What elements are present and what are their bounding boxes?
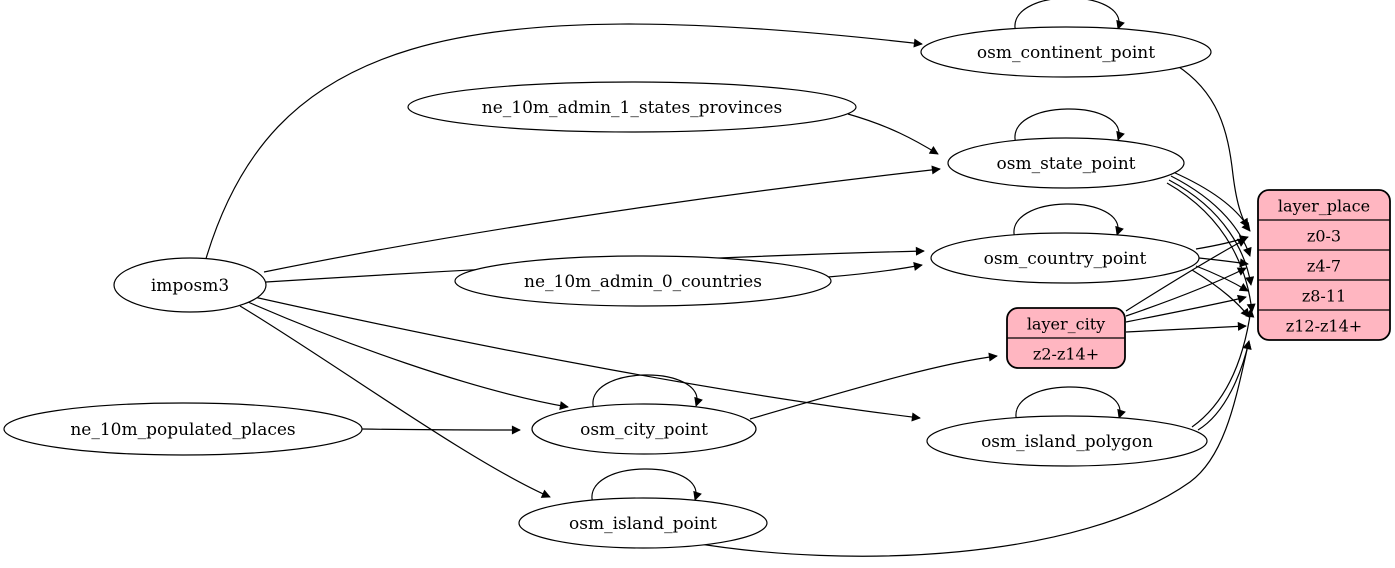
- node-label-ne_10m_admin_0_countries: ne_10m_admin_0_countries: [524, 272, 762, 292]
- node-shape-osm_state_point: [947, 137, 1185, 189]
- record-row-layer_place-z0-3: z0-3: [1307, 227, 1341, 246]
- edge-ne_10m_admin_0_countries-to-osm_country_point: [827, 262, 923, 278]
- node-label-ne_10m_admin_1_states_provinces: ne_10m_admin_1_states_provinces: [482, 98, 782, 118]
- node-label-osm_continent_point: osm_continent_point: [977, 43, 1155, 63]
- record-title-layer_place: layer_place: [1278, 197, 1370, 216]
- node-label-imposm3: imposm3: [151, 276, 229, 296]
- edge-osm_country_point-to-layer_place-z4-7: [1198, 257, 1249, 268]
- node-label-osm_island_point: osm_island_point: [569, 514, 717, 534]
- edge-osm_island_polygon-to-layer_place-z8-11: [1191, 308, 1255, 428]
- edge-osm_continent_point-to-layer_place-z0-3: [1175, 64, 1251, 232]
- edge-osm_state_point-to-layer_place-z4-7: [1170, 175, 1252, 257]
- edge-osm_city_point-to-layer_city-z2-z14+: [749, 352, 998, 420]
- node-label-osm_island_polygon: osm_island_polygon: [981, 432, 1153, 452]
- record-row-layer_place-z12-z14+: z12-z14+: [1286, 317, 1362, 336]
- node-osm_city_point: osm_city_point: [531, 374, 757, 455]
- edge-imposm3-to-osm_island_polygon: [253, 296, 921, 422]
- self-loop-osm_state_point: [1014, 108, 1125, 145]
- node-label-osm_city_point: osm_city_point: [580, 420, 708, 440]
- node-shape-ne_10m_admin_0_countries: [454, 255, 832, 307]
- node-osm_island_point: osm_island_point: [518, 468, 768, 549]
- node-ne_10m_admin_0_countries: ne_10m_admin_0_countries: [454, 255, 832, 307]
- node-shape-ne_10m_admin_1_states_provinces: [407, 81, 857, 133]
- record-title-layer_city: layer_city: [1027, 315, 1105, 334]
- self-loop-osm_continent_point: [1014, 0, 1125, 34]
- node-shape-osm_country_point: [930, 232, 1200, 284]
- node-label-ne_10m_populated_places: ne_10m_populated_places: [70, 420, 295, 440]
- edge-osm_state_point-to-layer_place-z8-11: [1168, 179, 1255, 286]
- node-shape-ne_10m_populated_places: [3, 402, 363, 456]
- node-shape-osm_island_point: [518, 497, 768, 549]
- node-shape-osm_city_point: [531, 403, 757, 455]
- edge-ne_10m_admin_1_states_provinces-to-osm_state_point: [847, 113, 939, 155]
- node-label-osm_country_point: osm_country_point: [984, 249, 1147, 269]
- self-loop-osm_island_polygon: [1015, 386, 1126, 423]
- node-osm_country_point: osm_country_point: [930, 203, 1200, 284]
- node-label-osm_state_point: osm_state_point: [997, 154, 1136, 174]
- self-loop-osm_city_point: [592, 374, 703, 411]
- node-shape-osm_continent_point: [920, 26, 1212, 78]
- edge-osm_island_point-to-layer_place-z12-z14+: [687, 340, 1252, 557]
- self-loop-osm_island_point: [591, 468, 702, 505]
- edge-imposm3-to-osm_state_point: [263, 165, 941, 273]
- self-loop-osm_country_point: [1013, 203, 1124, 240]
- edge-imposm3-to-osm_city_point: [247, 301, 569, 411]
- edge-layer_city-to-layer_place-z0-3: [1125, 238, 1247, 312]
- node-osm_state_point: osm_state_point: [947, 108, 1185, 189]
- record-row-layer_place-z8-11: z8-11: [1302, 287, 1346, 306]
- node-shape-osm_island_polygon: [926, 415, 1208, 467]
- edge-imposm3-to-osm_continent_point: [204, 23, 923, 263]
- edge-layer_city-to-layer_place-z8-11: [1125, 294, 1247, 323]
- record-layer_place: layer_place z0-3 z4-7 z8-11 z12-z14+: [1257, 189, 1391, 341]
- node-osm_island_polygon: osm_island_polygon: [926, 386, 1208, 467]
- node-ne_10m_admin_1_states_provinces: ne_10m_admin_1_states_provinces: [407, 81, 857, 133]
- node-imposm3: imposm3: [113, 257, 267, 313]
- node-osm_continent_point: osm_continent_point: [920, 0, 1212, 78]
- node-ne_10m_populated_places: ne_10m_populated_places: [3, 402, 363, 456]
- edge-layer_city-to-layer_place-z4-7: [1125, 267, 1247, 317]
- record-row-layer_place-z4-7: z4-7: [1307, 257, 1341, 276]
- record-row-layer_city-z2-z14+: z2-z14+: [1033, 345, 1099, 364]
- edge-ne_10m_populated_places-to-osm_city_point: [361, 425, 521, 435]
- node-shape-imposm3: [113, 257, 267, 313]
- edge-osm_state_point-to-layer_place-z0-3: [1172, 171, 1249, 228]
- record-shape-layer_place: [1257, 189, 1391, 341]
- edge-osm_country_point-to-layer_place-z8-11: [1195, 265, 1249, 292]
- edge-layer_city-to-layer_place-z12-z14+: [1125, 321, 1247, 333]
- record-layer_city: layer_city z2-z14+: [1006, 307, 1126, 369]
- edge-osm_country_point-to-layer_place-z0-3: [1195, 235, 1249, 250]
- edge-imposm3-to-osm_island_point: [239, 305, 551, 498]
